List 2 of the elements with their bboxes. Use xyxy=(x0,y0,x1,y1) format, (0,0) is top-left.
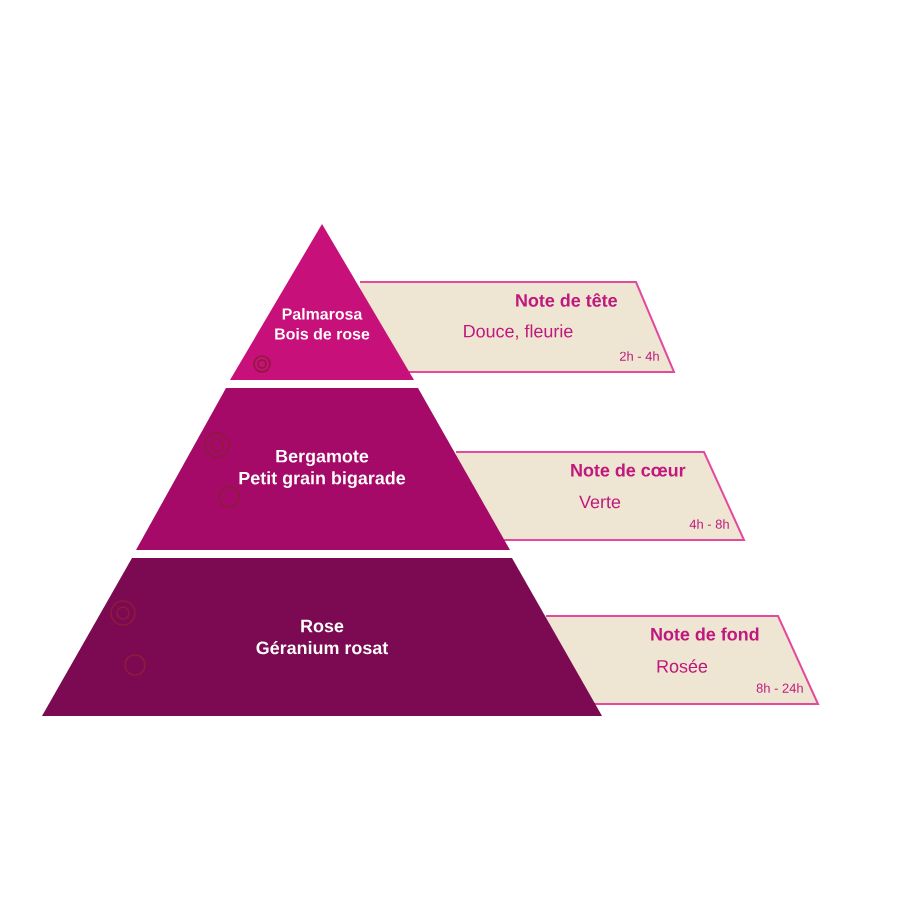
pyramid-tier: Rose Géranium rosat xyxy=(42,558,602,716)
pyramid-tier: Bergamote Petit grain bigarade xyxy=(136,388,510,550)
